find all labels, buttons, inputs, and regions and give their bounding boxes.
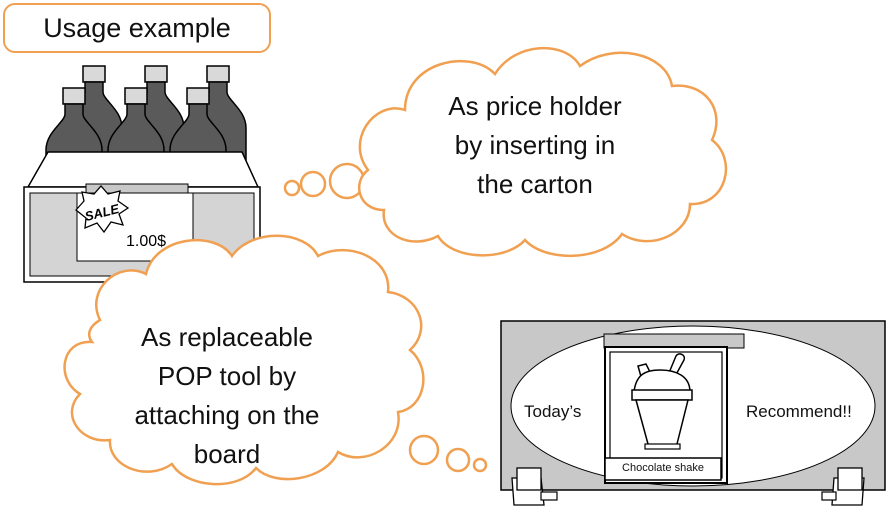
title-box: Usage example [3,3,271,53]
bubble-bottom-line: POP tool by [157,361,297,391]
display-board [500,320,886,506]
board-left-text: Today’s [524,402,582,421]
bubble-top-text: As price holder by inserting in the cart… [395,87,675,204]
sale-starburst-icon [75,185,130,234]
cloud-bubble-top [283,46,728,257]
bubble-bottom-text: As replaceable POP tool by attaching on … [96,318,358,474]
bubble-top-line: the carton [477,169,593,199]
milkshake-icon [631,353,693,450]
bubble-bottom-line: As replaceable [141,322,313,352]
board-stand-left [511,467,558,506]
bubble-bottom-line: attaching on the [134,400,320,430]
diagram-title: Usage example [43,12,231,43]
board-stand-right [821,467,865,506]
bubble-bottom-line: board [193,439,261,469]
bubble-top-line: by inserting in [454,130,616,160]
bubble-top-line: As price holder [448,91,622,121]
cloud-bubble-bottom [63,234,488,486]
product-label: Chocolate shake [622,462,704,474]
board-right-text: Recommend!! [746,402,852,421]
price-text: 1.00$ [126,233,166,250]
